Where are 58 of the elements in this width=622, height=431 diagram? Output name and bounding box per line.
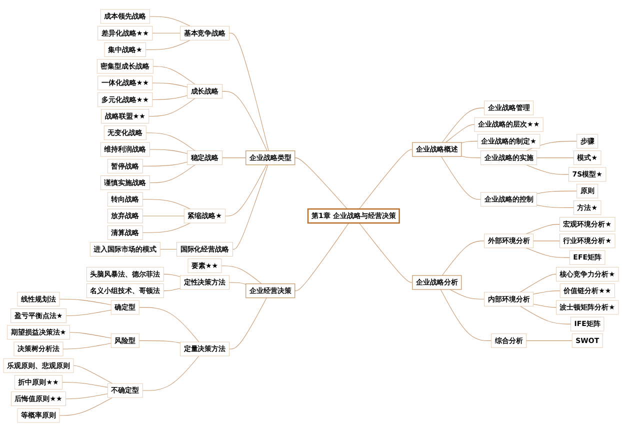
connector <box>163 273 181 276</box>
connector <box>445 124 475 142</box>
connector <box>152 66 196 84</box>
connector <box>152 94 188 100</box>
connector <box>533 290 560 294</box>
connector <box>526 247 570 258</box>
connector <box>59 298 112 305</box>
connector <box>533 240 560 241</box>
connector <box>149 148 188 154</box>
connector <box>358 222 413 282</box>
connector <box>536 204 574 208</box>
connector <box>149 16 190 26</box>
connector <box>69 332 112 338</box>
connector <box>461 155 482 158</box>
connector <box>142 215 184 216</box>
connector <box>152 32 181 33</box>
connector <box>222 157 246 158</box>
connector <box>294 222 350 291</box>
connector <box>440 288 492 340</box>
connector <box>62 381 108 388</box>
connector <box>142 355 200 390</box>
connector <box>294 157 348 209</box>
connector <box>160 248 178 249</box>
connector <box>152 82 188 87</box>
connector <box>461 140 478 143</box>
connector <box>228 282 246 284</box>
connector <box>138 340 181 343</box>
connector <box>450 288 485 299</box>
connector <box>442 107 485 142</box>
connector <box>222 90 268 151</box>
connector <box>148 98 196 116</box>
connector <box>66 309 112 316</box>
connector <box>520 305 572 324</box>
connector <box>73 364 113 384</box>
connector <box>59 396 113 416</box>
connector <box>358 148 413 209</box>
connector <box>149 164 196 182</box>
connector <box>526 164 570 174</box>
connector <box>62 342 112 349</box>
connector <box>66 393 108 399</box>
connector <box>221 265 262 284</box>
connector <box>146 39 190 50</box>
connector <box>536 157 574 158</box>
connector <box>536 190 578 194</box>
connector <box>442 240 485 276</box>
connector <box>232 164 268 249</box>
connector <box>533 303 556 308</box>
connector <box>228 297 267 349</box>
connector <box>142 198 190 209</box>
connector <box>142 222 190 232</box>
connector <box>163 288 181 291</box>
connector <box>441 156 482 200</box>
connector <box>146 132 196 151</box>
connector <box>228 32 269 151</box>
connector <box>520 273 556 292</box>
connector <box>142 161 188 166</box>
connector <box>225 164 267 216</box>
connector <box>138 306 200 342</box>
